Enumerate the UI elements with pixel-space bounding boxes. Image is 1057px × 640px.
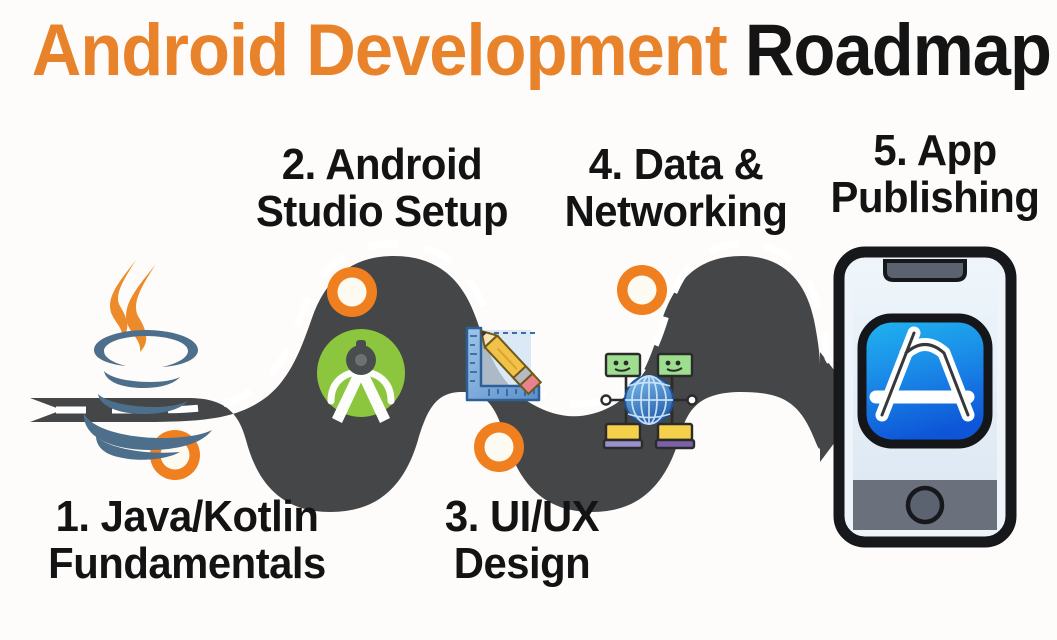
road-markers: [150, 265, 667, 480]
milestone-marker-3[interactable]: [474, 422, 524, 472]
page-title-tail: Roadmap: [744, 10, 1052, 91]
monitor-green-top-right: [656, 352, 694, 378]
appstore-icon[interactable]: [857, 313, 993, 449]
phone-home-button[interactable]: [905, 485, 945, 525]
network-globe-icon: [600, 352, 698, 450]
monitor-yellow-bottom-left: [602, 422, 644, 450]
milestone-marker-2[interactable]: [327, 267, 377, 317]
step-label-1: 1. Java/Kotlin Fundamentals: [48, 492, 326, 588]
step-label-5: 5. App Publishing: [830, 126, 1040, 222]
monitor-yellow-bottom-right: [654, 422, 696, 450]
milestone-marker-4[interactable]: [617, 265, 667, 315]
java-logo-icon: [83, 260, 212, 460]
step-label-3: 3. UI/UX Design: [444, 492, 600, 588]
ruler-pencil-icon: [465, 326, 543, 402]
road-path: [30, 240, 862, 512]
android-studio-icon: [317, 329, 405, 423]
phone-notch: [883, 259, 967, 282]
page-title-highlight: Android Development: [31, 10, 728, 91]
step-label-4: 4. Data & Networking: [564, 140, 788, 236]
smartphone-appstore-icon: [833, 246, 1017, 548]
step-label-2: 2. Android Studio Setup: [255, 140, 509, 236]
road-asphalt: [30, 256, 862, 512]
page-title: Android Development Roadmap: [32, 14, 1052, 87]
monitor-green-top-left: [604, 352, 642, 378]
